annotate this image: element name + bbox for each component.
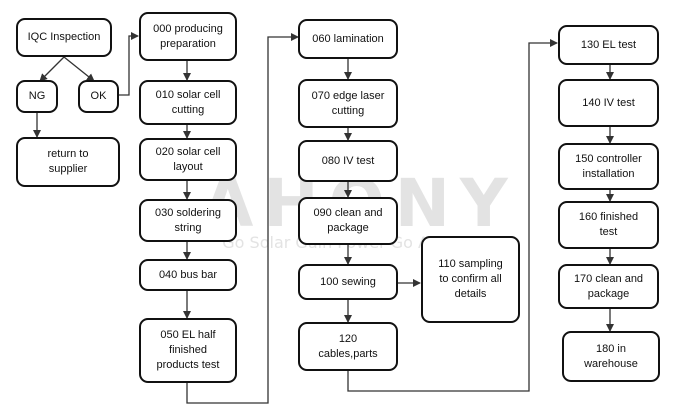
arrow-050-to-060 [186,33,299,404]
step-170: 170 clean and package [558,264,659,309]
step-label: 120 cables,parts [318,332,378,360]
step-060: 060 lamination [298,19,398,59]
step-label: 070 edge laser cutting [311,89,385,117]
step-label: 010 solar cell cutting [155,88,221,116]
step-label: 040 bus bar [158,268,218,281]
step-010: 010 solar cell cutting [139,80,237,125]
step-100: 100 sewing [298,264,398,300]
step-150: 150 controller installation [558,143,659,190]
arrow-120-to-130 [347,39,558,392]
step-label: 170 clean and package [573,272,644,300]
step-iqc-inspection: IQC Inspection [16,18,112,57]
step-label: 060 lamination [312,32,384,45]
step-label: IQC Inspection [27,31,101,43]
step-label: 160 finished test [578,211,639,238]
step-label: 020 solar cell layout [155,145,221,173]
step-140: 140 IV test [558,79,659,127]
step-label: NG [28,90,46,102]
step-label: 080 IV test [321,154,375,167]
step-label: 030 soldering string [154,206,222,234]
step-160: 160 finished test [558,201,659,249]
step-label: 050 EL half finished products test [156,329,220,371]
step-040: 040 bus bar [139,259,237,291]
step-180: 180 in warehouse [562,331,660,382]
step-080: 080 IV test [298,140,398,182]
step-label: 130 EL test [580,38,637,51]
step-110: 110 sampling to confirm all details [421,236,520,323]
step-label: return to supplier [47,148,89,175]
step-ok: OK [78,80,119,113]
step-label: 180 in warehouse [584,342,638,370]
step-020: 020 solar cell layout [139,138,237,181]
step-label: 000 producing preparation [153,22,223,50]
step-label: 140 IV test [582,96,635,109]
step-return-to-supplier: return to supplier [16,137,120,187]
step-label: 150 controller installation [575,152,642,180]
step-090: 090 clean and package [298,197,398,245]
step-120: 120 cables,parts [298,322,398,371]
step-label: 100 sewing [320,275,376,288]
arrow-iqc-to-ng [39,56,65,82]
step-050: 050 EL half finished products test [139,318,237,383]
arrow-ok-to-000 [118,32,139,96]
arrow-iqc-to-ok [63,56,95,82]
step-label: 090 clean and package [313,207,383,234]
step-000: 000 producing preparation [139,12,237,61]
step-030: 030 soldering string [139,199,237,242]
step-label: OK [90,90,107,102]
step-130: 130 EL test [558,25,659,65]
step-label: 110 sampling to confirm all details [438,258,503,300]
step-ng: NG [16,80,58,113]
step-070: 070 edge laser cutting [298,79,398,128]
